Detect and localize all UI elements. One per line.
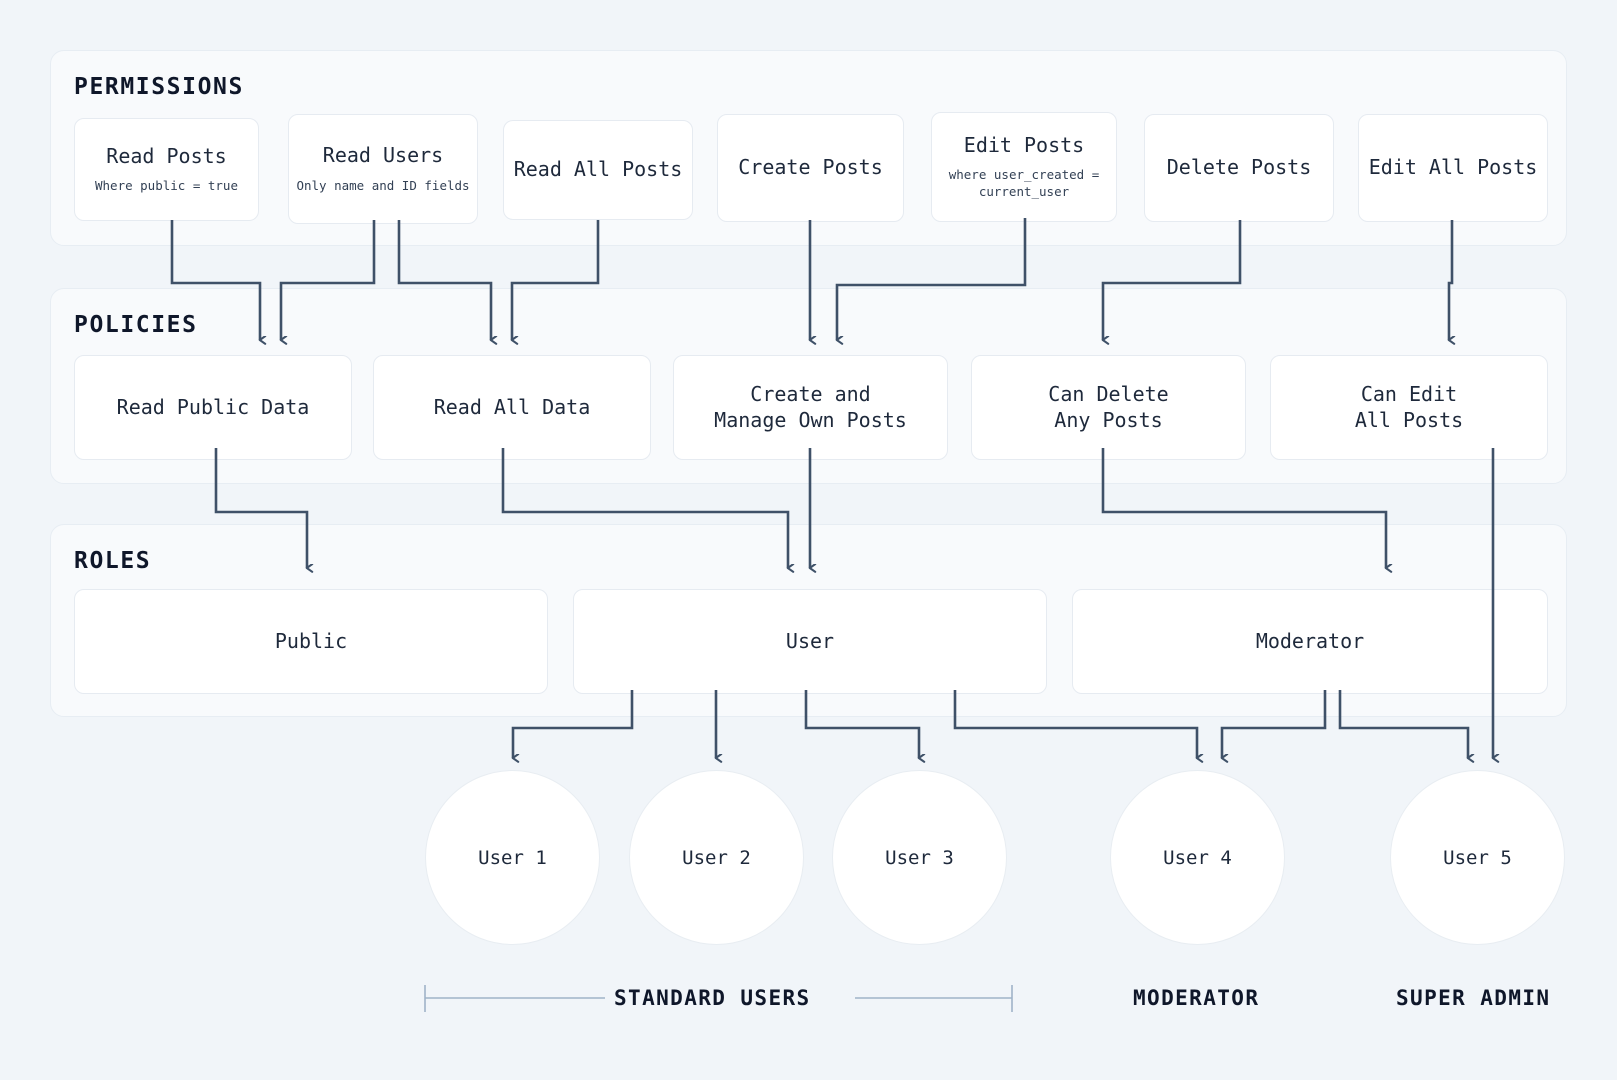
policy-card-create-manage-own-posts[interactable]: Create and Manage Own Posts: [673, 355, 948, 460]
policy-label: Read All Data: [433, 394, 591, 419]
permission-sublabel: Where public = true: [95, 178, 238, 194]
policy-card-read-all-data[interactable]: Read All Data: [373, 355, 651, 460]
role-label: Moderator: [1255, 628, 1365, 653]
policy-label: Create and Manage Own Posts: [714, 381, 907, 432]
permissions-title: PERMISSIONS: [74, 74, 244, 100]
role-card-user[interactable]: User: [573, 589, 1047, 694]
user-label: User 5: [1443, 846, 1512, 869]
permission-card-create-posts[interactable]: Create Posts: [717, 114, 904, 222]
permission-card-edit-all-posts[interactable]: Edit All Posts: [1358, 114, 1548, 222]
permission-card-read-all-posts[interactable]: Read All Posts: [503, 120, 693, 220]
user-circle-3[interactable]: User 3: [832, 770, 1007, 945]
permission-label: Create Posts: [738, 155, 883, 180]
roles-title: ROLES: [74, 548, 152, 574]
permission-label: Read Users: [322, 143, 444, 168]
policy-card-can-delete-any-posts[interactable]: Can Delete Any Posts: [971, 355, 1246, 460]
user-label: User 1: [478, 846, 547, 869]
permission-card-edit-posts[interactable]: Edit Posts where user_created = current_…: [931, 112, 1117, 222]
policy-card-read-public-data[interactable]: Read Public Data: [74, 355, 352, 460]
role-label: User: [785, 628, 835, 653]
permission-card-read-posts[interactable]: Read Posts Where public = true: [74, 118, 259, 221]
group-label-moderator: MODERATOR: [1133, 986, 1260, 1010]
permission-sublabel: where user_created = current_user: [948, 167, 1100, 200]
permission-label: Read All Posts: [513, 157, 683, 182]
policy-label: Read Public Data: [116, 394, 310, 419]
policies-title: POLICIES: [74, 312, 198, 338]
role-card-moderator[interactable]: Moderator: [1072, 589, 1548, 694]
user-circle-4[interactable]: User 4: [1110, 770, 1285, 945]
permission-card-read-users[interactable]: Read Users Only name and ID fields: [288, 114, 478, 224]
user-circle-1[interactable]: User 1: [425, 770, 600, 945]
permission-label: Edit All Posts: [1368, 155, 1538, 180]
policy-card-can-edit-all-posts[interactable]: Can Edit All Posts: [1270, 355, 1548, 460]
policy-label: Can Edit All Posts: [1354, 381, 1464, 432]
permission-label: Delete Posts: [1166, 155, 1312, 180]
permission-label: Read Posts: [106, 143, 227, 168]
user-circle-5[interactable]: User 5: [1390, 770, 1565, 945]
group-label-standard-users: STANDARD USERS: [614, 986, 811, 1010]
permission-sublabel: Only name and ID fields: [296, 177, 470, 193]
role-card-public[interactable]: Public: [74, 589, 548, 694]
group-label-super-admin: SUPER ADMIN: [1396, 986, 1551, 1010]
user-label: User 3: [885, 846, 954, 869]
user-circle-2[interactable]: User 2: [629, 770, 804, 945]
policy-label: Can Delete Any Posts: [1048, 381, 1169, 432]
role-label: Public: [274, 628, 348, 653]
user-label: User 2: [682, 846, 751, 869]
permission-card-delete-posts[interactable]: Delete Posts: [1144, 114, 1334, 222]
user-label: User 4: [1163, 846, 1232, 869]
permission-label: Edit Posts: [963, 132, 1085, 157]
